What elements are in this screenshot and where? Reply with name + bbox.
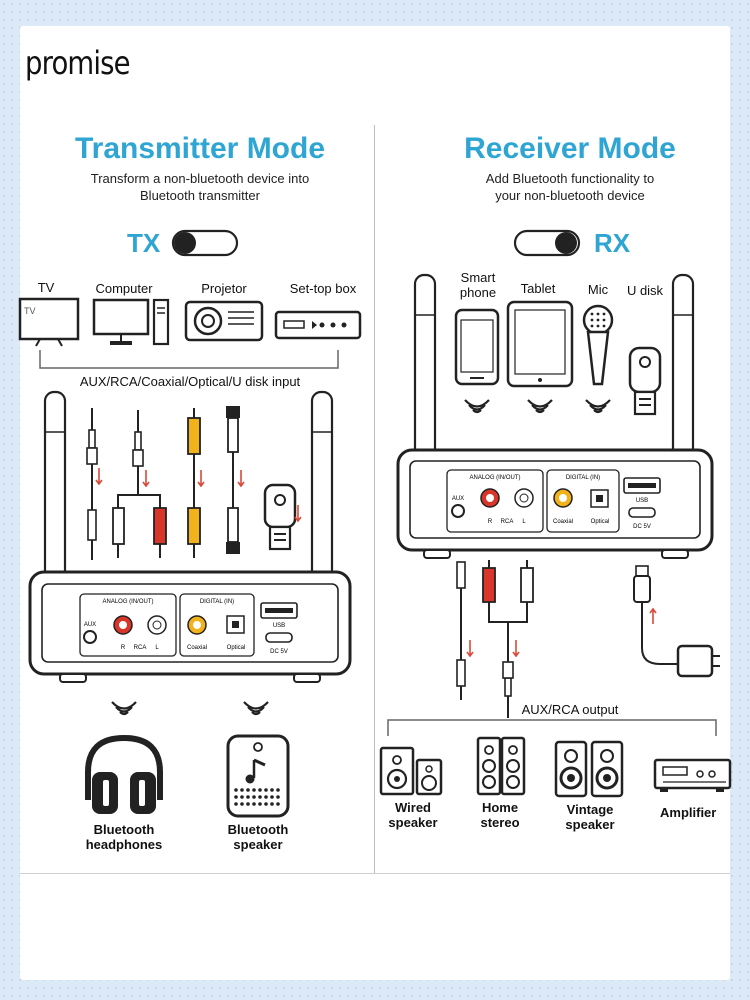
rx-source-label-phone-1: Smart bbox=[460, 270, 496, 285]
tx-source-label-settop: Set-top box bbox=[289, 281, 357, 296]
rx-subtitle-1: Add Bluetooth functionality to bbox=[485, 171, 655, 186]
set-top-box-icon bbox=[274, 310, 362, 340]
vintage-speaker-icon bbox=[554, 740, 624, 798]
rx-switch bbox=[513, 229, 581, 257]
rx-subtitle-2: your non-bluetooth device bbox=[495, 188, 645, 203]
tx-output-headphones-line2: headphones bbox=[85, 837, 163, 852]
smartphone-icon bbox=[454, 308, 500, 386]
amplifier-icon bbox=[653, 758, 732, 792]
tx-analog-label: ANALOG (IN/OUT) bbox=[102, 599, 153, 605]
tx-output-speaker-line2: speaker bbox=[233, 837, 283, 852]
rx-output-wired-line1: Wired bbox=[395, 800, 431, 815]
rx-source-label-udisk: U disk bbox=[626, 283, 664, 298]
rx-output-vintage-line1: Vintage bbox=[566, 802, 614, 817]
rx-signal-arrows bbox=[466, 607, 657, 658]
tx-source-label-tv: TV bbox=[37, 280, 55, 295]
tx-subtitle-1: Transform a non-bluetooth device into bbox=[90, 171, 310, 186]
tx-source-label-computer: Computer bbox=[95, 281, 153, 296]
bluetooth-speaker-icon bbox=[226, 734, 290, 818]
tx-optical-cable bbox=[226, 406, 240, 554]
tx-switch bbox=[171, 229, 239, 257]
tx-aux-label: AUX bbox=[84, 622, 96, 628]
tx-signal-arrows bbox=[95, 468, 302, 523]
home-stereo-icon bbox=[476, 736, 526, 796]
rx-output-home-line2: stereo bbox=[480, 815, 520, 830]
rx-source-label-tablet: Tablet bbox=[520, 281, 556, 296]
rx-usb-label: USB bbox=[636, 498, 648, 504]
rx-output-home-line1: Home bbox=[481, 800, 519, 815]
rx-dc-label: DC 5V bbox=[633, 524, 651, 530]
tx-optical-label: Optical bbox=[227, 645, 246, 651]
tx-source-label-projector: Projetor bbox=[201, 281, 247, 296]
rx-l-label: L bbox=[522, 519, 526, 525]
rx-output-label: AUX/RCA output bbox=[521, 702, 619, 717]
tx-output-speaker-line1: Bluetooth bbox=[227, 822, 289, 837]
rx-aux-label: AUX bbox=[452, 496, 464, 502]
rx-coaxial-label: Coaxial bbox=[553, 519, 573, 525]
tx-output-headphones-line1: Bluetooth bbox=[93, 822, 155, 837]
headphones-icon bbox=[85, 734, 163, 814]
rx-digital-label: DIGITAL (IN) bbox=[566, 475, 600, 481]
projector-icon bbox=[184, 300, 264, 342]
tx-input-label: AUX/RCA/Coaxial/Optical/U disk input bbox=[79, 374, 301, 389]
rx-power-cable bbox=[633, 565, 720, 678]
tx-udisk-icon bbox=[263, 483, 297, 551]
rx-r-label: R bbox=[488, 519, 493, 525]
rx-device: ANALOG (IN/OUT) DIGITAL (IN) AUX R RCA L… bbox=[396, 448, 714, 559]
tx-rca-cable bbox=[112, 409, 167, 558]
rx-source-label-mic: Mic bbox=[587, 282, 609, 297]
rx-udisk-icon bbox=[628, 346, 662, 416]
rx-output-vintage-line2: speaker bbox=[565, 817, 615, 832]
tx-usb-label: USB bbox=[273, 623, 285, 629]
tx-l-label: L bbox=[155, 645, 159, 651]
tx-device: ANALOG (IN/OUT) DIGITAL (IN) AUX R RCA L… bbox=[28, 570, 352, 683]
rx-aux-cable bbox=[456, 561, 466, 700]
wired-speaker-icon bbox=[379, 746, 443, 796]
tx-aux-cable bbox=[86, 407, 98, 560]
tx-subtitle-2: Bluetooth transmitter bbox=[140, 188, 260, 203]
rx-analog-label: ANALOG (IN/OUT) bbox=[469, 475, 520, 481]
tx-rca-label: RCA bbox=[134, 645, 147, 651]
tablet-icon bbox=[506, 300, 574, 388]
tx-r-label: R bbox=[121, 645, 126, 651]
tv-screen-text: TV bbox=[24, 306, 36, 316]
rx-output-amplifier: Amplifier bbox=[660, 805, 717, 820]
tx-title: Transmitter Mode bbox=[74, 132, 326, 165]
brand-logo: promise bbox=[25, 44, 131, 82]
tx-coaxial-cable bbox=[187, 408, 201, 558]
mode-divider bbox=[374, 125, 375, 873]
tv-icon: TV bbox=[18, 297, 80, 347]
bottom-divider bbox=[20, 873, 730, 874]
tx-coaxial-label: Coaxial bbox=[187, 645, 207, 651]
tx-dc-label: DC 5V bbox=[270, 649, 288, 655]
rx-optical-label: Optical bbox=[591, 519, 610, 525]
rx-title: Receiver Mode bbox=[464, 132, 676, 165]
rx-source-label-phone-2: phone bbox=[459, 285, 497, 300]
rx-output-wired-line2: speaker bbox=[388, 815, 438, 830]
tx-digital-label: DIGITAL (IN) bbox=[200, 599, 234, 605]
mic-icon bbox=[582, 304, 614, 386]
rx-switch-label: RX bbox=[594, 228, 631, 258]
rx-rca-label: RCA bbox=[501, 519, 514, 525]
computer-icon bbox=[92, 298, 170, 346]
tx-switch-label: TX bbox=[127, 228, 161, 258]
rx-rca-cable bbox=[482, 560, 534, 719]
